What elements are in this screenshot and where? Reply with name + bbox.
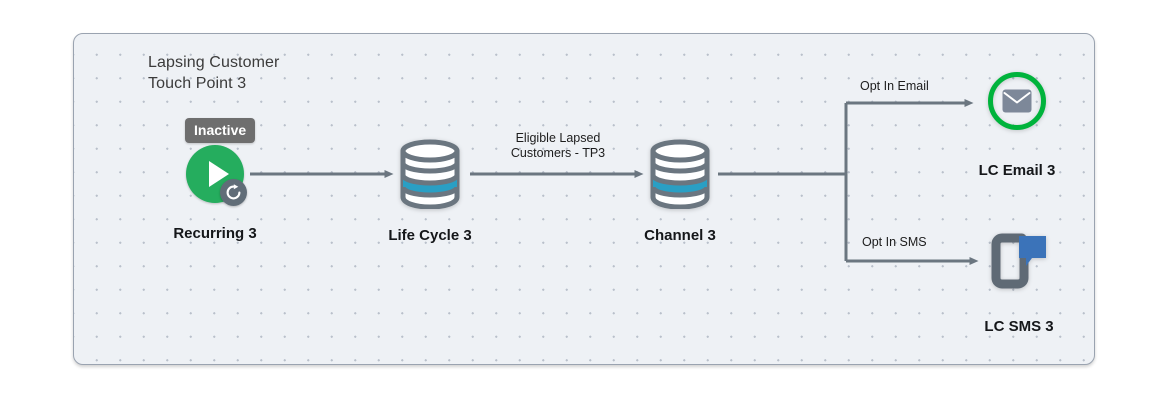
node-lc-sms[interactable]: LC SMS 3 [984,232,1054,335]
journey-canvas[interactable] [73,33,1095,365]
node-label-lc-email: LC Email 3 [978,162,1056,179]
recurring-refresh-icon [220,179,247,206]
node-channel[interactable]: Channel 3 [644,139,716,244]
database-cylinder-icon[interactable] [649,139,711,209]
edge-label-eligible-lapsed-customers: Eligible Lapsed Customers - TP3 [510,131,606,160]
flow-title: Lapsing Customer Touch Point 3 [148,54,280,92]
node-lc-email[interactable]: LC Email 3 [979,72,1055,179]
edge-label-opt-in-sms: Opt In SMS [862,235,927,249]
envelope-icon[interactable] [1002,89,1032,113]
play-triangle-icon [209,161,229,187]
edge-label-opt-in-email: Opt In Email [860,79,929,93]
node-recurring[interactable]: Inactive Recurring 3 [173,118,257,242]
green-status-ring [988,72,1046,130]
node-life-cycle[interactable]: Life Cycle 3 [388,139,472,244]
node-label-lc-sms: LC SMS 3 [984,318,1054,335]
sms-phone-bubble-icon[interactable] [988,232,1050,294]
status-badge: Inactive [185,118,256,143]
node-label-life-cycle: Life Cycle 3 [388,227,472,244]
node-label-channel: Channel 3 [644,227,716,244]
node-label-recurring: Recurring 3 [173,225,257,242]
database-cylinder-icon[interactable] [399,139,461,209]
